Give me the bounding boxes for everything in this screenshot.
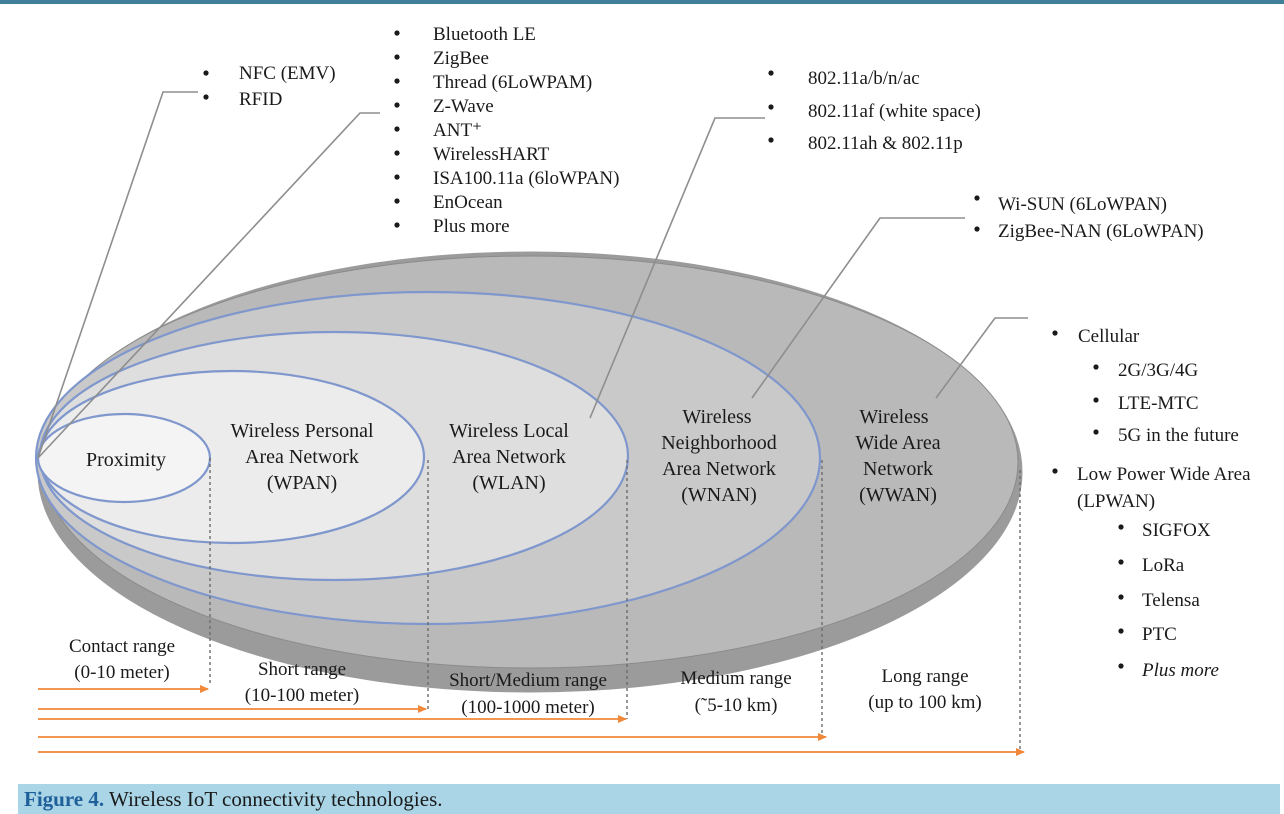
leader-line-wwan <box>935 317 1028 399</box>
bullet <box>394 126 400 132</box>
bullet <box>1118 663 1124 669</box>
wwan-tech-list: Cellular 2G/3G/4G LTE-MTC 5G in the futu… <box>1052 326 1251 681</box>
list-item: EnOcean <box>433 192 503 213</box>
bullet <box>768 137 774 143</box>
list-item: WirelessHART <box>433 144 550 165</box>
label-wnan-line3: Area Network <box>662 458 776 480</box>
list-item: ZigBee-NAN (6LoWPAN) <box>998 221 1204 242</box>
list-item: Z-Wave <box>433 96 494 117</box>
list-item: NFC (EMV) <box>239 63 336 84</box>
list-item: ISA100.11a (6loWPAN) <box>433 168 619 189</box>
list-item-lpwan-line2: (LPWAN) <box>1077 491 1155 512</box>
label-wnan-line2: Neighborhood <box>661 432 777 454</box>
wnan-tech-list: Wi-SUN (6LoWPAN) ZigBee-NAN (6LoWPAN) <box>974 194 1204 242</box>
bullet <box>394 174 400 180</box>
label-wpan-line2: Area Network <box>245 446 359 468</box>
bullet <box>1118 559 1124 565</box>
bullet <box>1118 594 1124 600</box>
label-wnan-line1: Wireless <box>682 406 751 428</box>
range-medium-line2: (˜5-10 km) <box>695 695 778 716</box>
list-item: 802.11ah & 802.11p <box>808 133 963 154</box>
range-long-line2: (up to 100 km) <box>868 692 981 713</box>
range-contact-line1: Contact range <box>69 636 175 657</box>
leader-lines <box>37 91 1028 459</box>
list-item: SIGFOX <box>1142 520 1211 541</box>
coverage-ellipses <box>34 251 1023 693</box>
list-item-lpwan-line1: Low Power Wide Area <box>1077 464 1251 485</box>
range-short-line1: Short range <box>258 659 346 680</box>
figure-caption-text: Wireless IoT connectivity technologies. <box>104 787 443 811</box>
bullet <box>974 226 980 232</box>
bullet <box>1118 628 1124 634</box>
bullet <box>1093 364 1099 370</box>
label-wwan-line2: Wide Area <box>855 432 940 454</box>
bullet <box>394 54 400 60</box>
iot-connectivity-diagram: Proximity Wireless Personal Area Network… <box>34 24 1251 756</box>
list-item-cellular: Cellular <box>1078 326 1140 347</box>
bullet <box>1052 330 1058 336</box>
bullet <box>768 70 774 76</box>
list-item: 802.11a/b/n/ac <box>808 68 920 89</box>
list-item: ANT⁺ <box>433 120 482 141</box>
list-item: LoRa <box>1142 555 1185 576</box>
list-item: LTE-MTC <box>1118 393 1199 414</box>
label-proximity: Proximity <box>86 449 166 471</box>
wpan-tech-list: Bluetooth LE ZigBee Thread (6LoWPAM) Z-W… <box>394 24 619 237</box>
bullet <box>768 104 774 110</box>
list-item: Telensa <box>1142 590 1200 611</box>
list-item: Wi-SUN (6LoWPAN) <box>998 194 1167 215</box>
bullet <box>1052 468 1058 474</box>
label-wpan-line3: (WPAN) <box>267 472 337 494</box>
leader-line-wpan <box>37 112 380 459</box>
range-short-line2: (10-100 meter) <box>245 685 359 706</box>
network-labels: Proximity Wireless Personal Area Network… <box>86 406 941 506</box>
label-wpan-line1: Wireless Personal <box>230 420 373 442</box>
list-item: RFID <box>239 89 282 110</box>
label-wlan-line1: Wireless Local <box>449 420 569 442</box>
bullet <box>1118 524 1124 530</box>
top-accent-bar <box>0 0 1284 4</box>
range-short-medium-line1: Short/Medium range <box>449 670 607 691</box>
range-labels: Contact range (0-10 meter) Short range (… <box>69 636 982 718</box>
bullet <box>203 70 209 76</box>
range-long-line1: Long range <box>881 666 968 687</box>
bullet <box>974 195 980 201</box>
list-item: ZigBee <box>433 48 489 69</box>
list-item: 5G in the future <box>1118 425 1239 446</box>
wlan-tech-list: 802.11a/b/n/ac 802.11af (white space) 80… <box>768 68 981 154</box>
bullet <box>394 222 400 228</box>
bullet <box>394 150 400 156</box>
list-item: Bluetooth LE <box>433 24 536 45</box>
label-wlan-line3: (WLAN) <box>472 472 545 494</box>
list-item: Plus more <box>433 216 510 237</box>
figure-caption: Figure 4. Wireless IoT connectivity tech… <box>18 784 1280 814</box>
label-wwan-line1: Wireless <box>859 406 928 428</box>
leader-line-wlan <box>589 117 765 419</box>
range-medium-line1: Medium range <box>680 668 791 689</box>
bullet <box>203 94 209 100</box>
label-wwan-line4: (WWAN) <box>859 484 937 506</box>
range-arrows <box>38 685 1025 756</box>
label-wnan-line4: (WNAN) <box>681 484 757 506</box>
list-item: 802.11af (white space) <box>808 101 981 122</box>
list-item: 2G/3G/4G <box>1118 360 1199 381</box>
bullet <box>1093 397 1099 403</box>
bullet <box>1093 429 1099 435</box>
leader-line-proximity <box>37 91 198 459</box>
list-item: PTC <box>1142 624 1177 645</box>
bullet <box>394 102 400 108</box>
range-short-medium-line2: (100-1000 meter) <box>461 697 594 718</box>
list-item: Plus more <box>1141 660 1219 681</box>
leader-line-wnan <box>751 217 965 399</box>
range-boundaries <box>209 458 1021 752</box>
range-contact-line2: (0-10 meter) <box>74 662 169 683</box>
bullet <box>394 198 400 204</box>
bullet <box>394 78 400 84</box>
label-wwan-line3: Network <box>863 458 933 480</box>
list-item: Thread (6LoWPAM) <box>433 72 592 93</box>
bullet <box>394 30 400 36</box>
label-wlan-line2: Area Network <box>452 446 566 468</box>
proximity-tech-list: NFC (EMV) RFID <box>203 63 336 110</box>
figure-label: Figure 4. <box>24 787 105 811</box>
